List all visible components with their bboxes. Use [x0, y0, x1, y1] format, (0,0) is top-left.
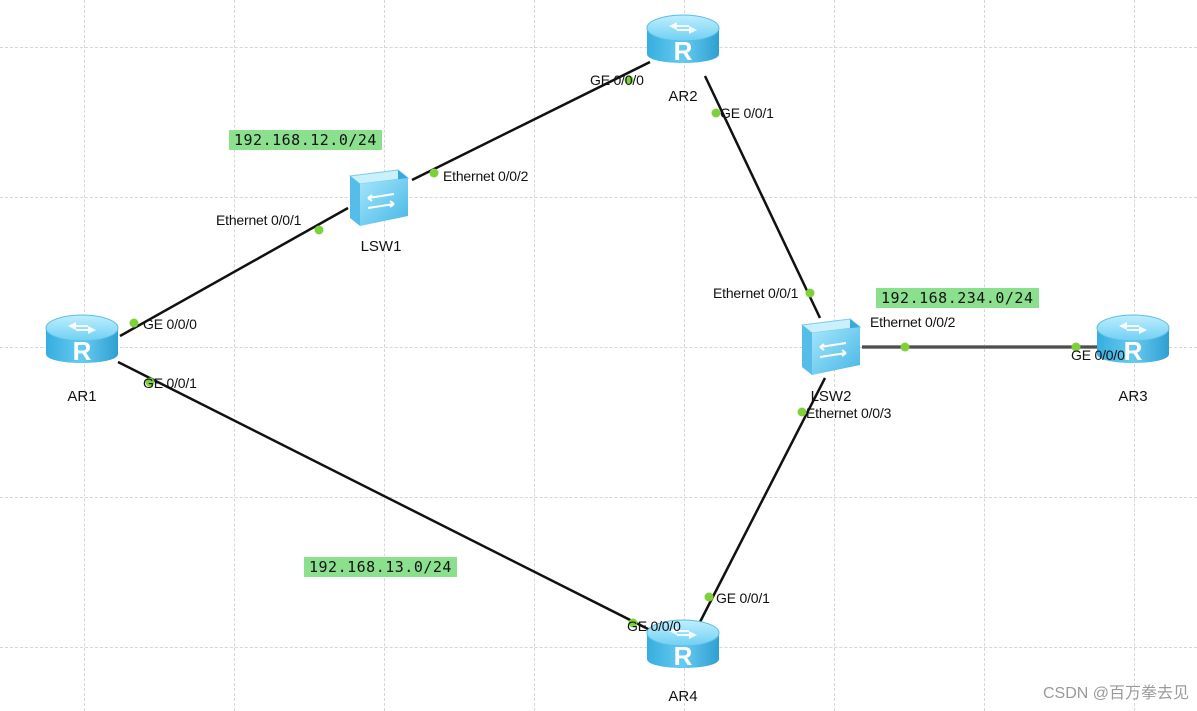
port-label-lsw2-eth001: Ethernet 0/0/1 — [713, 285, 799, 301]
port-label-lsw2-eth003: Ethernet 0/0/3 — [806, 405, 892, 421]
port-label-ar2-ge001: GE 0/0/1 — [720, 105, 774, 121]
port-dot[interactable] — [805, 288, 815, 298]
router-ar2-icon[interactable] — [645, 10, 721, 74]
device-label-ar3: AR3 — [1118, 388, 1148, 405]
port-label-ar2-ge000: GE 0/0/0 — [590, 72, 644, 88]
port-dot[interactable] — [129, 318, 139, 328]
link-lsw1-ar2[interactable] — [411, 60, 651, 182]
device-label-ar4: AR4 — [668, 688, 698, 705]
link-ar1-ar4[interactable] — [117, 360, 651, 632]
switch-lsw1-icon[interactable] — [344, 168, 410, 228]
port-dot[interactable] — [797, 407, 807, 417]
port-label-lsw2-eth002: Ethernet 0/0/2 — [870, 314, 956, 330]
port-label-ar3-ge000: GE 0/0/0 — [1071, 347, 1125, 363]
port-label-ar4-ge000: GE 0/0/0 — [627, 618, 681, 634]
device-label-ar2: AR2 — [668, 88, 698, 105]
link-lsw2-ar4[interactable] — [698, 377, 827, 623]
router-ar3-icon[interactable] — [1095, 310, 1171, 374]
port-dot[interactable] — [624, 75, 634, 85]
port-dot[interactable] — [314, 225, 324, 235]
port-label-ar1-ge000: GE 0/0/0 — [143, 316, 197, 332]
network-label-234: 192.168.234.0/24 — [876, 288, 1039, 308]
device-label-lsw1: LSW1 — [360, 238, 402, 255]
link-ar2-lsw2[interactable] — [703, 75, 822, 319]
port-dot[interactable] — [628, 618, 638, 628]
port-dot[interactable] — [1071, 342, 1081, 352]
device-label-ar1: AR1 — [67, 388, 97, 405]
port-dot[interactable] — [704, 592, 714, 602]
network-label-13: 192.168.13.0/24 — [304, 557, 457, 577]
watermark-text: CSDN @百万拳去见 — [1042, 685, 1189, 702]
port-dot[interactable] — [145, 377, 155, 387]
port-dot[interactable] — [900, 342, 910, 352]
device-label-lsw2: LSW2 — [810, 388, 852, 405]
router-ar1-icon[interactable] — [44, 310, 120, 374]
port-dot[interactable] — [429, 168, 439, 178]
port-label-ar1-ge001: GE 0/0/1 — [143, 375, 197, 391]
network-label-12: 192.168.12.0/24 — [229, 130, 382, 150]
switch-lsw2-icon[interactable] — [796, 317, 862, 377]
port-label-ar4-ge001: GE 0/0/1 — [716, 590, 770, 606]
port-dot[interactable] — [711, 108, 721, 118]
port-label-lsw1-eth001: Ethernet 0/0/1 — [216, 212, 302, 228]
port-label-lsw1-eth002: Ethernet 0/0/2 — [443, 168, 529, 184]
link-ar1-lsw1[interactable] — [119, 206, 349, 338]
